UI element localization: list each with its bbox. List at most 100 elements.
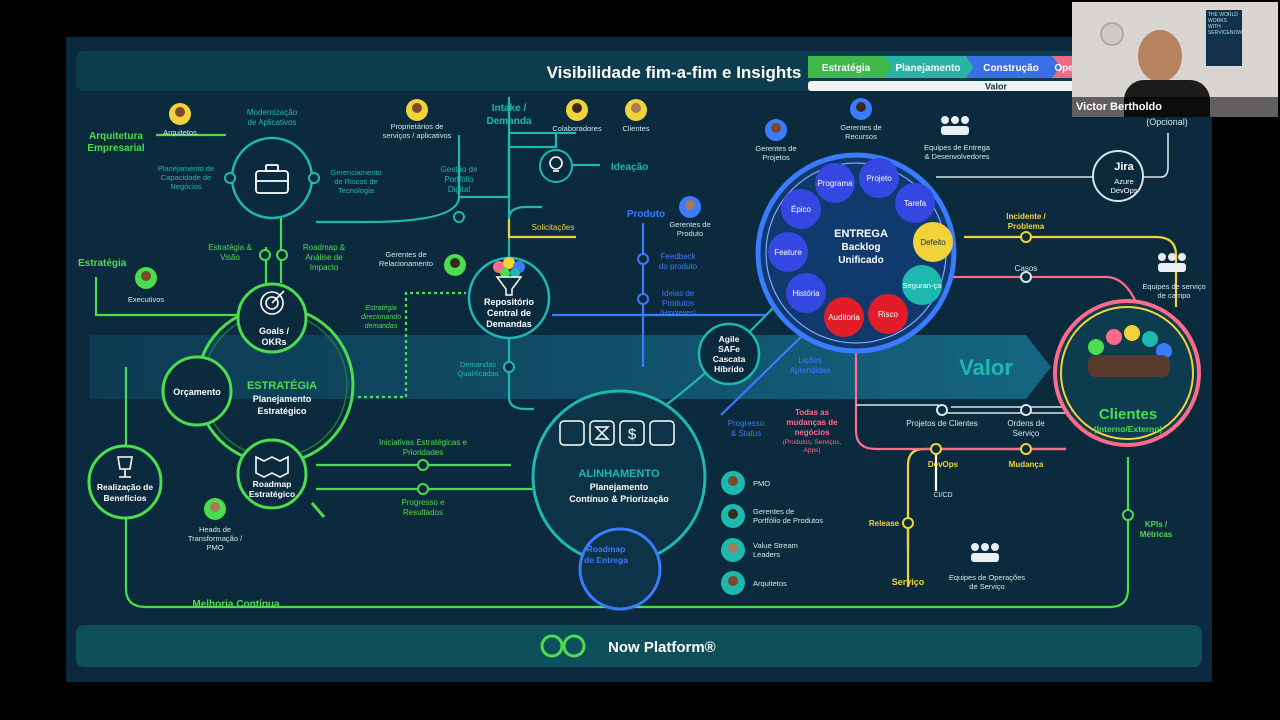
label-riscos-2: de Riscos de [334,177,377,186]
label-melhoria: Melhoria Contínua [192,599,280,610]
diagram-labels: Arquitetos Modernização de Aplicativos A… [78,103,1206,610]
label-casos: Casos [1015,264,1038,273]
label-alinhamento-3: Contínuo & Priorização [569,494,669,504]
label-gerentes-portfolio-2: Portfólio de Produtos [753,516,823,525]
hourglass-icon [594,426,610,440]
wall-poster: THE WORLD WORKS WITH SERVICENOW [1206,10,1242,66]
label-hipoteses: (Hipóteses) [660,310,696,317]
label-progresso-res-2: Resultados [403,508,443,517]
bubble-label-feature: Feature [774,248,802,257]
phase-tab-oper [1052,56,1076,78]
label-arquitetura-2: Empresarial [87,143,144,154]
label-gestao-3: Digital [448,185,470,194]
label-equipes-campo-1: Equipes de serviço [1142,282,1205,291]
connector-lines [94,97,1178,609]
label-riscos-3: Tecnologia [338,186,375,195]
label-projetos-clientes: Projetos de Clientes [906,419,978,428]
label-entrega-1: ENTREGA [834,228,888,240]
label-orcamento: Orçamento [173,387,221,397]
label-executivos: Executivos [128,295,165,304]
briefcase-icon [255,164,289,194]
label-equipes-op-1: Equipes de Operações [949,573,1026,582]
label-heads-3: PMO [206,543,223,552]
label-pmo: PMO [753,479,770,488]
label-gerentes-produto-1: Gerentes de [669,220,710,229]
label-estrategia-center-3: Estratégico [257,406,307,416]
label-clientes-big-1: Clientes [1099,406,1157,423]
label-gerentes-portfolio-1: Gerentes de [753,507,794,516]
backlog-bubbles [768,158,953,337]
label-equipes-entrega-1: Equipes de Entrega [924,143,991,152]
label-iniciativas-1: Iniciativas Estratégicas e [379,438,468,447]
label-roadmap-analise-1: Roadmap & [303,243,346,252]
label-feedback-2: do produto [659,262,698,271]
label-gestao-2: Portfólio [444,175,474,184]
label-roadmap-entrega-1: Roadmap [587,544,626,554]
platform-logo [540,634,586,658]
label-intake-2: Demanda [486,116,531,127]
bubble-label-tarefa: Tarefa [904,199,927,208]
label-progresso-res-1: Progresso e [401,498,445,507]
label-gerentes-recursos-2: Recursos [845,132,877,141]
label-ideias-1: Ideias de [662,289,695,298]
label-repositorio-1: Repositório [484,297,535,307]
label-goals-1: Goals / [259,326,290,336]
label-iniciativas-2: Prioridades [403,448,443,457]
label-incidente-1: Incidente / [1006,212,1046,221]
junction-dots [224,172,1134,529]
label-progresso-status-2: & Status [731,429,761,438]
label-alinhamento-2: Planejamento [590,482,649,492]
valor-bar [808,81,1076,91]
map-icon [255,455,289,478]
label-agile-3: Cascata [713,354,746,364]
label-gerentes-projetos-1: Gerentes de [755,144,796,153]
label-colaboradores: Colaboradores [552,124,601,133]
label-valor-big: Valor [959,355,1013,380]
label-release: Release [869,519,900,528]
label-equipes-entrega-2: & Desenvolvedores [924,152,989,161]
label-heads-2: Transformação / [188,534,243,543]
label-gerentes-rel-1: Gerentes de [385,250,426,259]
label-arquitetos-bottom: Arquitetos [753,579,787,588]
label-agile-4: Híbrido [714,364,744,374]
label-roadmap-est-1: Roadmap [253,479,292,489]
label-entrega-2: Backlog [842,242,881,253]
presenter-head [1138,30,1182,82]
label-equipes-op-2: de Serviço [969,582,1004,591]
phase-tabs: Estratégia Planejamento Construção Oper … [808,56,1078,92]
label-clientes-big-2: (Interno/Externo) [1094,424,1163,434]
bubble-label-seguranca: Seguran-ça [903,281,943,290]
bubble-label-defeito: Defeito [920,238,946,247]
label-clientes-top: Clientes [622,124,649,133]
bubble-label-projeto: Projeto [866,174,892,183]
funnel-icon [493,257,525,296]
presenter-webcam: THE WORLD WORKS WITH SERVICENOW Victor B… [1072,2,1278,117]
phase-label-construcao: Construção [983,63,1039,74]
phase-label-oper: Oper [1054,63,1077,74]
phase-tab-planejamento [884,56,974,78]
label-riscos-1: Gerenciamento [330,168,381,177]
label-estrategia-left: Estratégia [78,258,127,269]
bubble-label-programa: Programa [817,179,853,188]
label-gerentes-projetos-2: Projetos [762,153,790,162]
label-demandas-q-1: Demandas [460,360,497,369]
label-direcionando-2: direcionando [361,314,401,321]
valor-arrow-band [90,335,1051,399]
label-direcionando-1: Estratégia [365,305,397,312]
label-direcionando-3: demandas [365,323,398,330]
label-planejamento-cap-3: Negócios [170,182,202,191]
wall-clock [1100,22,1124,46]
label-progresso-status-1: Progresso [728,419,765,428]
magnifier-icon [310,502,326,518]
label-todas-2: mudanças de [786,418,838,427]
label-entrega-3: Unificado [838,255,884,266]
presenter-name: Victor Bertholdo [1072,97,1278,117]
label-kpis-1: KPIs / [1145,520,1168,529]
label-azure-1: Azure [1114,177,1134,186]
label-intake-1: Intake / [492,103,527,114]
label-opcional: (Opcional) [1146,117,1188,127]
target-icon [260,290,285,315]
valor-bar-label: Valor [985,82,1008,92]
label-realizacao-2: Benefícios [104,493,147,503]
label-proprietarios-1: Proprietários de [391,122,444,131]
